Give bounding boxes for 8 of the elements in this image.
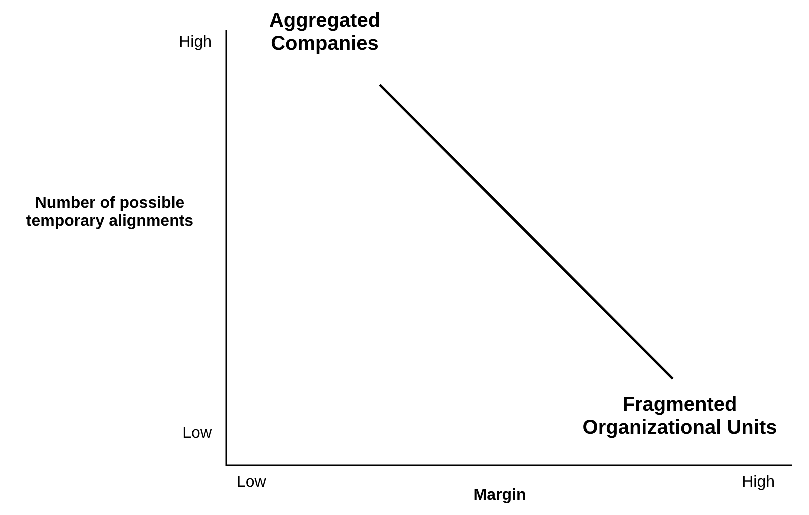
axis-tick-label: High — [741, 474, 775, 492]
point-label: Aggregated Companies — [268, 10, 382, 56]
point-label: Fragmented Organizational Units — [582, 394, 778, 440]
axis-title: Number of possible temporary alignments — [25, 195, 195, 232]
axis-tick-label: Low — [182, 425, 212, 444]
axis-tick-label: High — [178, 34, 212, 52]
axis-title: Margin — [472, 487, 528, 506]
axis-tick-label: Low — [237, 474, 268, 492]
